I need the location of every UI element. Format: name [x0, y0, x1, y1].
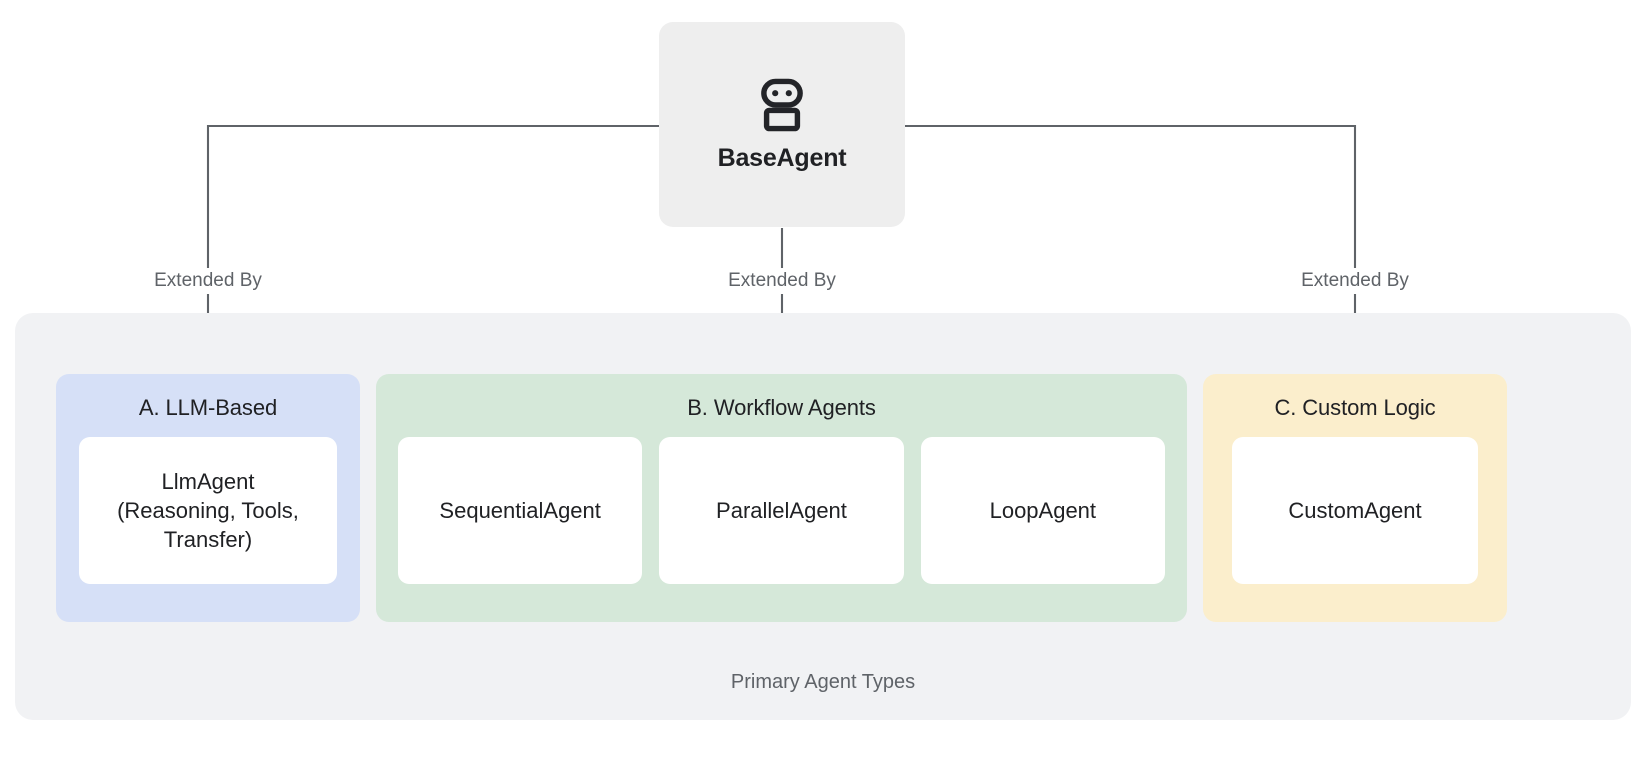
edge-label-middle: Extended By	[720, 268, 844, 294]
agent-card-sequentialagent[interactable]: SequentialAgent	[398, 437, 643, 584]
panel-cards-workflow-agents: SequentialAgent ParallelAgent LoopAgent	[376, 437, 1187, 622]
group-caption: Primary Agent Types	[730, 671, 916, 693]
panel-llm-based[interactable]: A. LLM-Based LlmAgent (Reasoning, Tools,…	[56, 374, 360, 622]
panel-title-custom-logic: C. Custom Logic	[1274, 395, 1436, 420]
edge-label-left: Extended By	[146, 268, 270, 294]
panel-cards-custom-logic: CustomAgent	[1203, 437, 1507, 622]
edge-label-right: Extended By	[1293, 268, 1417, 294]
base-agent-label: BaseAgent	[717, 144, 847, 172]
panel-title-llm-based: A. LLM-Based	[138, 395, 278, 420]
agent-card-parallelagent[interactable]: ParallelAgent	[659, 437, 904, 584]
agent-card-customagent[interactable]: CustomAgent	[1232, 437, 1478, 584]
panel-custom-logic[interactable]: C. Custom Logic CustomAgent	[1203, 374, 1507, 622]
agent-card-llmagent[interactable]: LlmAgent (Reasoning, Tools, Transfer)	[79, 437, 337, 584]
robot-icon	[761, 78, 803, 132]
base-agent-node[interactable]: BaseAgent	[659, 22, 905, 227]
panel-title-workflow-agents: B. Workflow Agents	[687, 395, 876, 420]
panel-workflow-agents[interactable]: B. Workflow Agents SequentialAgent Paral…	[376, 374, 1187, 622]
agent-card-loopagent[interactable]: LoopAgent	[920, 437, 1165, 584]
panel-cards-llm-based: LlmAgent (Reasoning, Tools, Transfer)	[56, 437, 360, 622]
